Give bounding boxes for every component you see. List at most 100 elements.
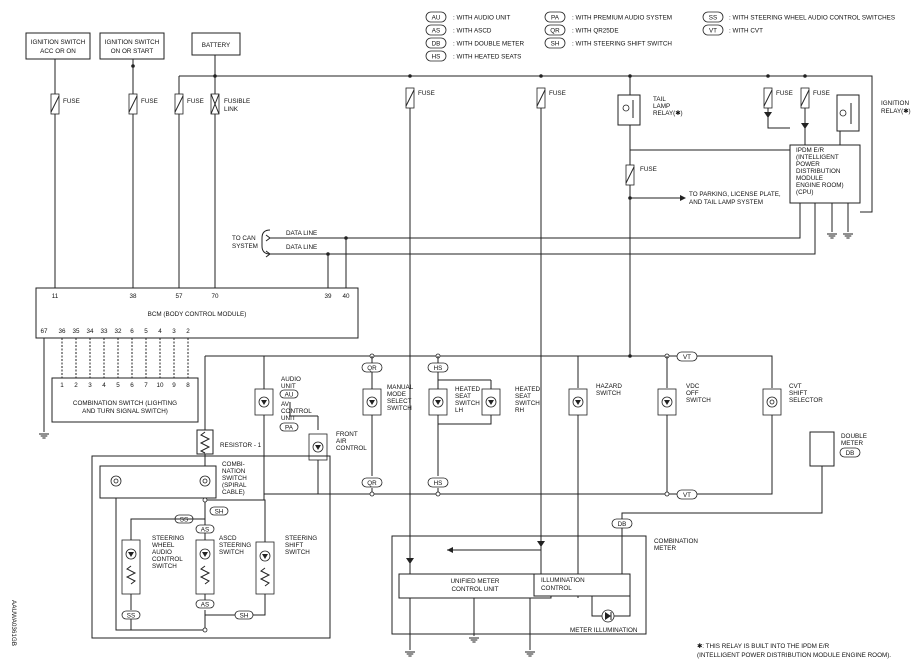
- svg-text:TO CAN: TO CAN: [232, 235, 256, 242]
- svg-text:MODE: MODE: [387, 391, 406, 398]
- svg-text:DB: DB: [846, 450, 855, 457]
- svg-text:CABLE): CABLE): [222, 489, 245, 496]
- svg-text:FUSE: FUSE: [418, 90, 435, 97]
- svg-text:10: 10: [156, 382, 164, 389]
- svg-text:MANUAL: MANUAL: [387, 384, 414, 391]
- svg-text:SWITCH: SWITCH: [596, 390, 621, 397]
- svg-text:: WITH STEERING SHIFT SWITCH: : WITH STEERING SHIFT SWITCH: [572, 41, 672, 48]
- svg-text:FUSE: FUSE: [813, 90, 830, 97]
- svg-text:(INTELLIGENT: (INTELLIGENT: [796, 154, 839, 161]
- svg-text:SWITCH: SWITCH: [686, 397, 711, 404]
- svg-text:33: 33: [100, 328, 108, 335]
- svg-text:SWITCH: SWITCH: [222, 475, 247, 482]
- svg-text:COMBI-: COMBI-: [222, 461, 245, 468]
- svg-text:3: 3: [88, 382, 92, 389]
- tag-qr-top: QR: [361, 362, 383, 373]
- svg-text:ON OR START: ON OR START: [111, 48, 154, 55]
- svg-text:SS: SS: [709, 15, 717, 22]
- svg-text:RH: RH: [515, 407, 525, 414]
- tag-sh-bot: SH: [234, 610, 254, 620]
- svg-text:BCM (BODY CONTROL MODULE): BCM (BODY CONTROL MODULE): [148, 311, 247, 318]
- legend-pa: PA: WITH PREMIUM AUDIO SYSTEM: [544, 11, 672, 23]
- svg-text:HEATED: HEATED: [515, 386, 541, 393]
- svg-text:STEERING: STEERING: [152, 535, 184, 542]
- svg-text:IGNITION SWITCH: IGNITION SWITCH: [31, 39, 86, 46]
- legend-as: AS: WITH ASCD: [425, 24, 492, 36]
- svg-text:METER: METER: [841, 440, 863, 447]
- tag-sh-top: SH: [209, 506, 229, 516]
- legend-au: AU: WITH AUDIO UNIT: [425, 11, 511, 23]
- svg-text:CONTROL: CONTROL: [281, 408, 312, 415]
- svg-text:DATA LINE: DATA LINE: [286, 230, 317, 237]
- svg-text:4: 4: [158, 328, 162, 335]
- svg-text:PA: PA: [551, 15, 560, 22]
- svg-text:SELECTOR: SELECTOR: [789, 397, 823, 404]
- svg-text:SWITCH: SWITCH: [515, 400, 540, 407]
- svg-text:WHEEL: WHEEL: [152, 542, 175, 549]
- svg-text:AUDIO: AUDIO: [152, 549, 172, 556]
- ipdm-er: IPDM E/R (INTELLIGENT POWER DISTRIBUTION…: [789, 144, 861, 204]
- svg-text:FUSE: FUSE: [187, 98, 204, 105]
- svg-text:SHIFT: SHIFT: [285, 542, 303, 549]
- svg-text:AIR: AIR: [336, 438, 347, 445]
- svg-text:FRONT: FRONT: [336, 431, 358, 438]
- svg-text:FUSIBLE: FUSIBLE: [224, 98, 250, 105]
- svg-text:CONTROL UNIT: CONTROL UNIT: [452, 586, 499, 593]
- svg-text:LINK: LINK: [224, 106, 239, 113]
- tag-as-bot: AS: [195, 599, 215, 609]
- svg-text:COMBINATION SWITCH (LIGHTING: COMBINATION SWITCH (LIGHTING: [73, 400, 177, 407]
- svg-text:SWITCH: SWITCH: [455, 400, 480, 407]
- svg-text:36: 36: [58, 328, 66, 335]
- svg-text:SELECT: SELECT: [387, 398, 412, 405]
- svg-text:2: 2: [186, 328, 190, 335]
- svg-text:: WITH QR25DE: : WITH QR25DE: [572, 28, 619, 35]
- tag-vt-bot: VT: [676, 489, 698, 500]
- ignition-switch-acc: IGNITION SWITCH ACC OR ON: [25, 32, 91, 60]
- svg-text:5: 5: [116, 382, 120, 389]
- svg-text:: WITH ASCD: : WITH ASCD: [453, 28, 492, 35]
- svg-text:DB: DB: [432, 41, 441, 48]
- svg-text:ENGINE ROOM): ENGINE ROOM): [796, 182, 844, 189]
- footnote-line-1: ✱: THIS RELAY IS BUILT INTO THE IPDM E/R: [697, 643, 830, 650]
- svg-text:IPDM E/R: IPDM E/R: [796, 147, 824, 154]
- tag-as-top: AS: [195, 524, 215, 534]
- svg-text:SHIFT: SHIFT: [789, 390, 807, 397]
- svg-text:POWER: POWER: [796, 161, 820, 168]
- svg-text:(SPIRAL: (SPIRAL: [222, 482, 247, 489]
- footnote-line-2: (INTELLIGENT POWER DISTRIBUTION MODULE E…: [697, 652, 891, 659]
- svg-text:AU: AU: [432, 15, 441, 22]
- svg-text:TO PARKING, LICENSE PLATE,: TO PARKING, LICENSE PLATE,: [689, 191, 781, 198]
- svg-text:SS: SS: [180, 517, 188, 524]
- svg-text:SWITCH: SWITCH: [387, 405, 412, 412]
- svg-text:FUSE: FUSE: [63, 98, 80, 105]
- resistor-1: RESISTOR - 1: [196, 429, 262, 455]
- bcm: BCM (BODY CONTROL MODULE) 11 38 57 70 39…: [35, 287, 359, 339]
- svg-text:HS: HS: [434, 480, 443, 487]
- svg-text:HS: HS: [432, 54, 441, 61]
- svg-text:39: 39: [324, 293, 332, 300]
- svg-text:4: 4: [102, 382, 106, 389]
- battery: BATTERY: [191, 32, 241, 56]
- svg-text:SH: SH: [551, 41, 560, 48]
- svg-text:DISTRIBUTION: DISTRIBUTION: [796, 168, 841, 175]
- svg-text:HEATED: HEATED: [455, 386, 481, 393]
- svg-text:ILLUMINATION: ILLUMINATION: [541, 577, 585, 584]
- svg-text:CONTROL: CONTROL: [541, 585, 572, 592]
- svg-text:8: 8: [186, 382, 190, 389]
- svg-text:QR: QR: [367, 480, 377, 487]
- svg-text:: WITH DOUBLE METER: : WITH DOUBLE METER: [453, 41, 524, 48]
- svg-text:UNIT: UNIT: [281, 383, 296, 390]
- svg-text:67: 67: [40, 328, 48, 335]
- svg-text:6: 6: [130, 382, 134, 389]
- svg-text:ASCD: ASCD: [219, 535, 237, 542]
- legend-qr: QR: WITH QR25DE: [544, 24, 619, 36]
- svg-text:CONTROL: CONTROL: [336, 445, 367, 452]
